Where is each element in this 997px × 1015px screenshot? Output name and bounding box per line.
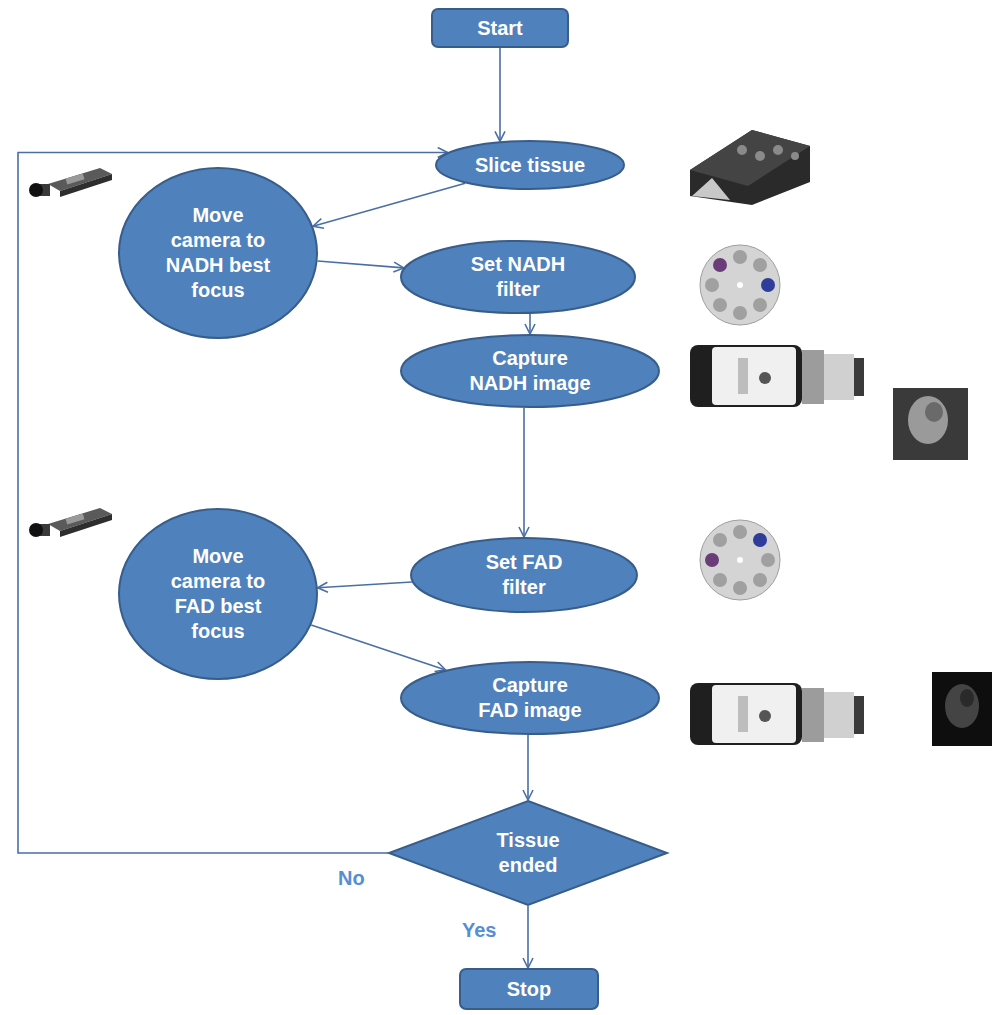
process-ellipse: Slice tissue [435, 140, 625, 190]
ellipse-outline [118, 508, 318, 680]
node-text: Set FAD filter [479, 550, 569, 600]
edge-label: No [336, 866, 367, 890]
flow-arrow [18, 153, 448, 854]
ellipse-shape [401, 241, 635, 313]
edge-label: Yes [460, 918, 498, 942]
ellipse-shape [119, 509, 317, 679]
terminal-box: Stop [459, 968, 599, 1010]
node-text: Move camera to FAD best focus [162, 544, 274, 644]
flow-arrow [523, 408, 525, 537]
node-label: Start [477, 16, 523, 41]
process-circle: Move camera to FAD best focus [118, 508, 318, 680]
filter-wheel-icon [700, 245, 780, 325]
node-label: Set FAD filter [479, 550, 569, 600]
node-label: Capture NADH image [468, 346, 593, 396]
filter-wheel-icon [700, 520, 780, 600]
node-label: Stop [507, 977, 551, 1002]
ellipse-shape [119, 168, 317, 338]
node-label: Capture FAD image [474, 673, 586, 723]
ellipse-outline [410, 537, 638, 613]
nadh-image-thumbnail [893, 388, 968, 460]
ellipse-shape [411, 538, 637, 612]
flow-arrow [499, 48, 501, 141]
flow-arrow [318, 582, 412, 588]
node-label: Move camera to NADH best focus [162, 203, 274, 303]
node-text: Tissue ended [486, 828, 570, 878]
diamond-outline [388, 800, 668, 906]
decision-diamond: Tissue ended [388, 800, 668, 906]
flow-arrow [313, 183, 465, 226]
ellipse-outline [118, 167, 318, 339]
diamond-shape [389, 801, 667, 905]
node-label: Tissue ended [486, 828, 570, 878]
flow-arrow [311, 625, 445, 670]
linear-stage-icon [29, 168, 112, 197]
node-text: Start [477, 16, 523, 41]
node-text: Capture FAD image [474, 673, 586, 723]
node-text: Capture NADH image [468, 346, 593, 396]
camera-icon [690, 345, 864, 407]
camera-icon [690, 683, 864, 745]
node-text: Stop [507, 977, 551, 1002]
process-circle: Move camera to NADH best focus [118, 167, 318, 339]
ellipse-outline [400, 661, 660, 735]
flow-arrow [529, 314, 531, 334]
flow-arrow [527, 906, 529, 968]
ellipse-shape [401, 335, 659, 407]
node-text: Move camera to NADH best focus [162, 203, 274, 303]
process-ellipse: Capture FAD image [400, 661, 660, 735]
flow-arrow [318, 261, 404, 268]
ellipse-shape [401, 662, 659, 734]
process-ellipse: Capture NADH image [400, 334, 660, 408]
process-ellipse: Set FAD filter [410, 537, 638, 613]
node-label: Set NADH filter [462, 252, 574, 302]
node-label: Slice tissue [475, 153, 585, 178]
ellipse-outline [400, 240, 636, 314]
node-text: Set NADH filter [462, 252, 574, 302]
terminal-box: Start [431, 8, 569, 48]
process-ellipse: Set NADH filter [400, 240, 636, 314]
node-label: Move camera to FAD best focus [162, 544, 274, 644]
ellipse-outline [400, 334, 660, 408]
microtome-icon [690, 130, 810, 205]
flow-arrow [527, 735, 529, 800]
ellipse-shape [436, 141, 624, 189]
node-text: Slice tissue [475, 153, 585, 178]
fad-image-thumbnail [932, 672, 992, 746]
linear-stage-icon [29, 508, 112, 537]
